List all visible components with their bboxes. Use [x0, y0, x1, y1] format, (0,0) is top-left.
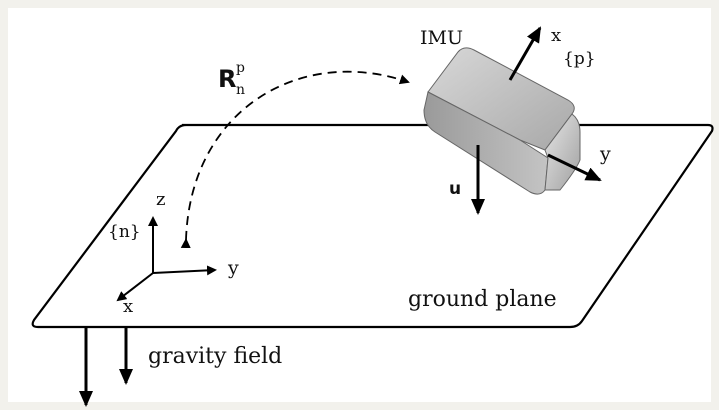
nav-y-axis-arrow	[152, 265, 217, 276]
up-vector-label: u	[449, 179, 461, 199]
gravity-field-label: gravity field	[148, 344, 282, 369]
ground-plane-label: ground plane	[408, 287, 557, 312]
rotation-superscript: p	[236, 60, 245, 76]
body-x-axis-label: x	[551, 25, 561, 46]
nav-z-axis-label: z	[156, 189, 165, 210]
nav-frame-label: {n}	[108, 222, 141, 242]
rotation-arc	[180, 70, 410, 249]
rotation-label: R	[218, 65, 236, 93]
body-y-axis-arrow	[547, 153, 602, 182]
imu-box	[423, 47, 581, 195]
body-frame-label: {p}	[563, 49, 596, 69]
ground-plane-outline	[31, 123, 714, 329]
rotation-subscript: n	[236, 82, 245, 98]
body-x-axis-arrow	[508, 26, 542, 81]
nav-x-axis-arrow	[116, 272, 154, 302]
body-y-axis-label: y	[599, 143, 611, 165]
nav-y-axis-label: y	[227, 257, 239, 279]
nav-x-axis-label: x	[123, 296, 133, 317]
imu-label: IMU	[420, 27, 463, 49]
